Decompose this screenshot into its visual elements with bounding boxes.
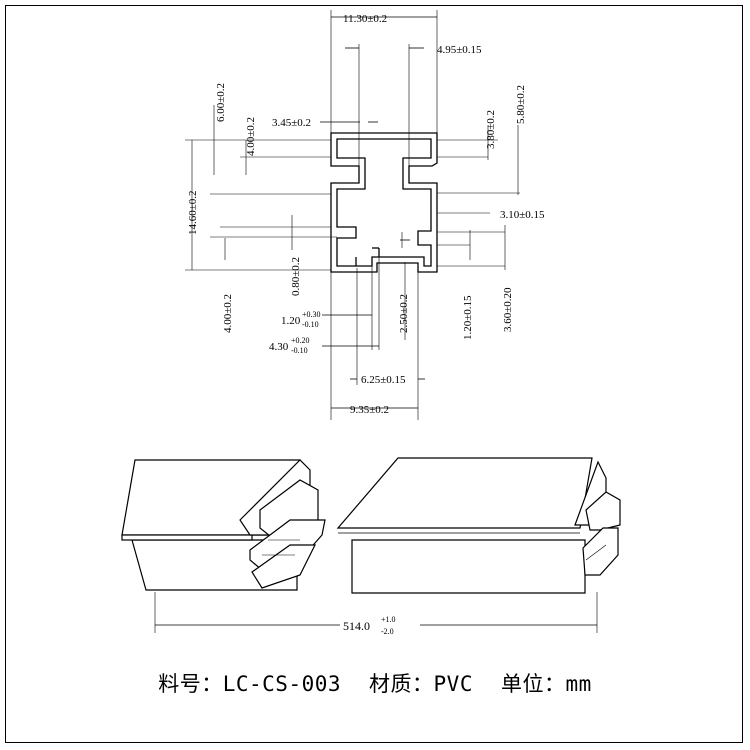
dim-514: 514.0 bbox=[343, 619, 370, 633]
dim-4-00-a: 4.00±0.2 bbox=[245, 117, 257, 156]
dim-3-45: 3.45±0.2 bbox=[272, 117, 311, 129]
dim-5-80: 5.80±0.2 bbox=[515, 85, 527, 124]
dim-3-10: 3.10±0.15 bbox=[500, 209, 545, 221]
drawing-frame bbox=[5, 5, 743, 743]
dim-4-30-plus: +0.20 bbox=[291, 336, 310, 345]
dim-6-00: 6.00±0.2 bbox=[215, 83, 227, 122]
part-number: LC-CS-003 bbox=[222, 672, 342, 696]
profile-cross-section bbox=[330, 132, 438, 273]
dim-514-minus: -2.0 bbox=[381, 627, 394, 636]
dim-1-20-a-plus: +0.30 bbox=[302, 310, 321, 319]
dim-4-30: 4.30 bbox=[269, 341, 289, 353]
dim-1-20-b: 1.20±0.15 bbox=[462, 295, 474, 340]
material-value: PVC bbox=[433, 672, 473, 696]
part-label: 料号： bbox=[158, 672, 223, 696]
dim-1-20-a-minus: -0.10 bbox=[302, 320, 319, 329]
length-dimension: 514.0 +1.0 -2.0 bbox=[154, 592, 598, 636]
dim-514-plus: +1.0 bbox=[381, 615, 396, 624]
dim-4-30-minus: -0.10 bbox=[291, 346, 308, 355]
dim-3-60: 3.60±0.20 bbox=[502, 287, 514, 332]
dim-14-60: 14.60±0.2 bbox=[187, 190, 199, 235]
unit-label: 单位： bbox=[500, 672, 566, 696]
dim-11-30: 11.30±0.2 bbox=[343, 13, 387, 25]
dim-4-95: 4.95±0.15 bbox=[437, 44, 482, 56]
dim-1-20-a: 1.20 bbox=[281, 315, 301, 327]
dim-4-00-b: 4.00±0.2 bbox=[222, 294, 234, 333]
dim-9-35: 9.35±0.2 bbox=[350, 404, 389, 416]
dim-3-80: 3.80±0.2 bbox=[485, 110, 497, 149]
perspective-view-right bbox=[336, 457, 621, 594]
perspective-view-left bbox=[121, 459, 326, 591]
unit-value: mm bbox=[565, 672, 592, 696]
dim-0-80: 0.80±0.2 bbox=[290, 257, 302, 296]
material-label: 材质： bbox=[369, 672, 434, 696]
dim-6-25: 6.25±0.15 bbox=[361, 374, 406, 386]
dim-2-50: 2.50±0.2 bbox=[398, 294, 410, 333]
caption: 料号：LC-CS-003 材质：PVC 单位：mm bbox=[0, 668, 750, 698]
dimension-texts: 11.30±0.2 4.95±0.15 3.45±0.2 6.00±0.2 4.… bbox=[187, 13, 545, 416]
dimension-lines bbox=[185, 10, 520, 420]
